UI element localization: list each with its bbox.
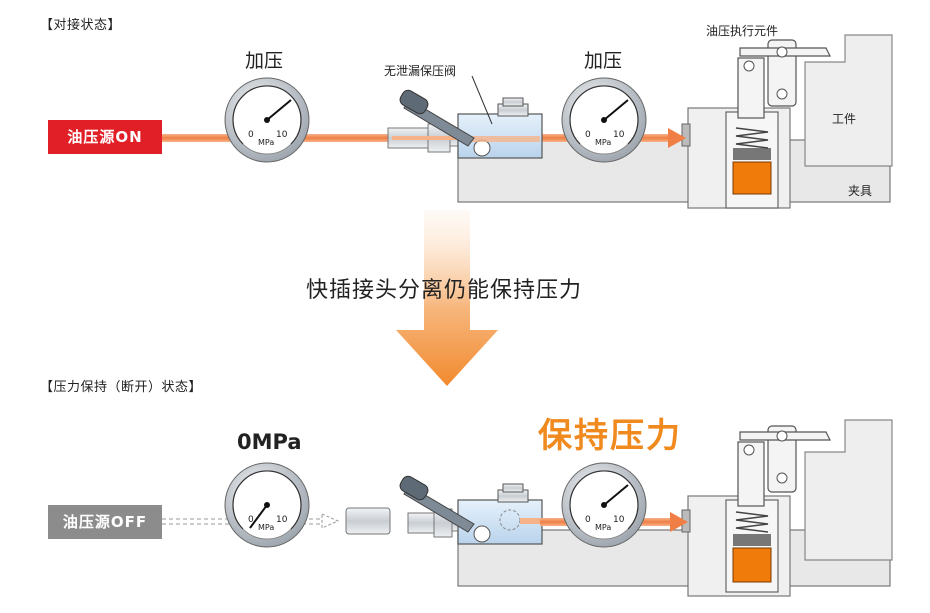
zero-pressure-title: 0MPa xyxy=(237,430,302,454)
workpiece-label: 工件 xyxy=(832,112,857,126)
gauge-br-tick-10: 10 xyxy=(613,515,625,525)
bottom-state-label: 【压力保持（断开）状态】 xyxy=(40,380,203,395)
gauge-tr-tick-0: 0 xyxy=(585,130,591,140)
actuator-label: 油压执行元件 xyxy=(706,24,779,38)
gauge-tr-tick-10: 10 xyxy=(613,130,625,140)
bottom-section xyxy=(48,419,893,597)
top-right-gauge-title: 加压 xyxy=(584,50,623,72)
fixture-label: 夹具 xyxy=(848,184,873,198)
gauge-br-tick-0: 0 xyxy=(585,515,591,525)
gauge-top-left xyxy=(224,77,310,163)
top-section xyxy=(48,34,893,209)
top-state-label: 【对接状态】 xyxy=(40,18,122,33)
source-off-box xyxy=(48,505,162,539)
gauge-bottom-left xyxy=(224,462,310,548)
middle-caption: 快插接头分离仍能保持压力 xyxy=(306,278,583,303)
valve-label: 无泄漏保压阀 xyxy=(384,64,457,78)
source-off-label: 油压源OFF xyxy=(62,513,148,531)
gauge-top-right xyxy=(561,77,647,163)
dashed-arrow xyxy=(321,513,340,529)
gauge-tl-unit: MPa xyxy=(258,138,275,147)
gauge-tl-tick-0: 0 xyxy=(248,130,254,140)
down-arrow xyxy=(396,210,498,386)
no-leak-valve-bottom xyxy=(399,475,543,545)
gauge-bottom-right xyxy=(561,462,647,548)
oil-arrow-top xyxy=(668,128,686,148)
hold-pressure-text: 保持压力 xyxy=(538,416,682,456)
gauge-tl-tick-10: 10 xyxy=(276,130,288,140)
top-left-gauge-title: 加压 xyxy=(245,50,284,72)
gauge-bl-tick-10: 10 xyxy=(276,515,288,525)
gauge-bl-unit: MPa xyxy=(258,523,275,532)
source-on-box xyxy=(48,120,162,154)
no-leak-valve-top xyxy=(399,89,543,159)
coupler-detached xyxy=(345,507,391,535)
fixture-block-top xyxy=(457,34,893,209)
gauge-bl-tick-0: 0 xyxy=(248,515,254,525)
oil-arrow-bottom xyxy=(670,512,688,532)
source-on-label: 油压源ON xyxy=(67,128,143,146)
gauge-tr-unit: MPa xyxy=(595,138,612,147)
gauge-br-unit: MPa xyxy=(595,523,612,532)
fixture-block-bottom xyxy=(457,419,893,597)
